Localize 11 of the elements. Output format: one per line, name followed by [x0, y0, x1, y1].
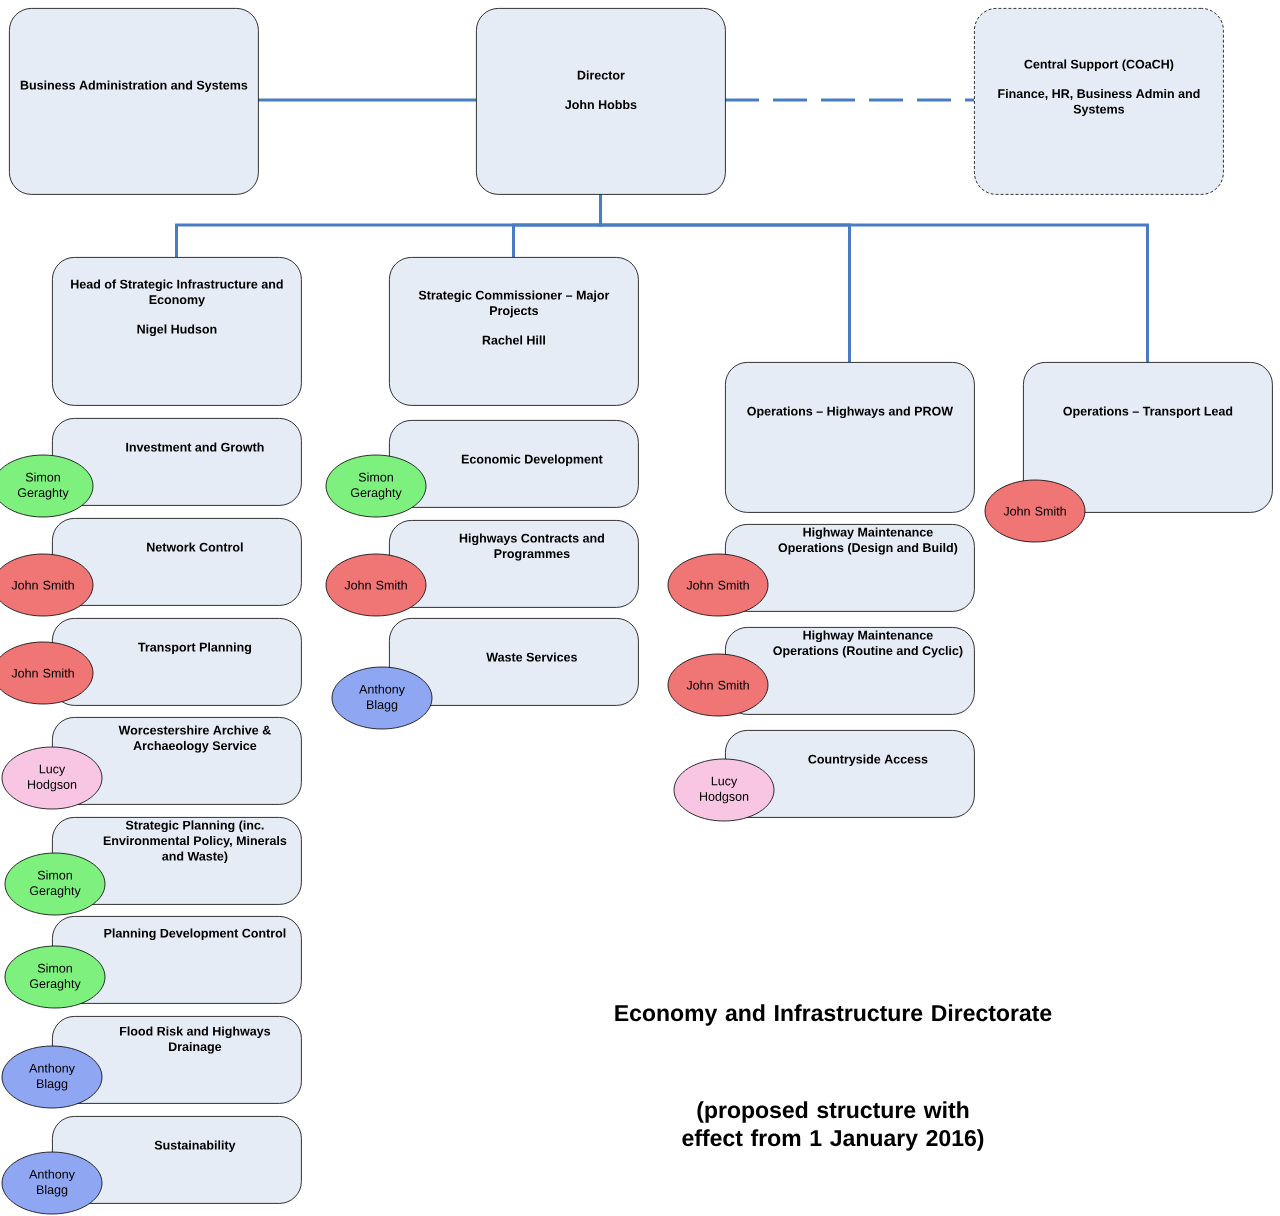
- org-box: Head of Strategic Infrastructure and Economy Nigel Hudson: [52, 257, 302, 406]
- org-box: Strategic Commissioner – Major Projects Rachel Hill: [389, 257, 639, 406]
- connector-line: [258, 98, 476, 102]
- org-box: Business Administration and Systems: [9, 8, 259, 195]
- org-box: Operations – Highways and PROW: [725, 362, 975, 513]
- caption: (proposed structure with effect from 1 January 2016): [682, 1101, 984, 1151]
- title: Economy and Infrastructure Directorate: [615, 1004, 1052, 1026]
- connector-line: [599, 194, 1149, 362]
- org-box: Director John Hobbs: [476, 8, 726, 195]
- connector-line: [725, 98, 974, 102]
- org-box: Central Support (COaCH) Finance, HR, Business Admin and Systems: [974, 8, 1224, 195]
